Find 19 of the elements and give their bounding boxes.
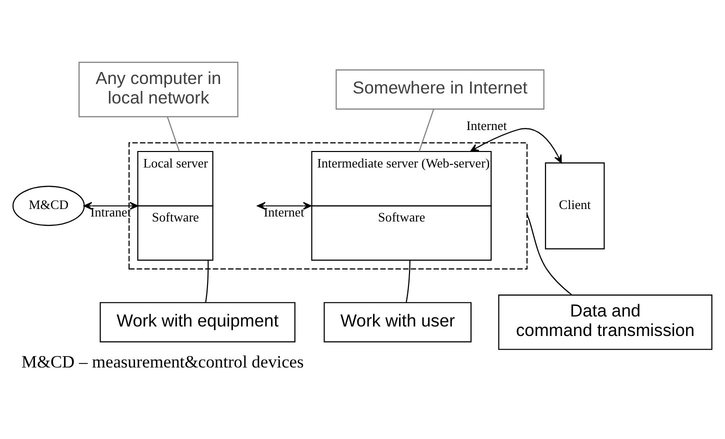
- connector: [205, 260, 209, 302]
- edge-label: Intranet: [90, 204, 131, 219]
- connector: [526, 214, 572, 295]
- node-ellipse: M&CD: [12, 185, 85, 226]
- node-box: Client: [544, 162, 605, 249]
- edge-label: Internet: [264, 204, 304, 219]
- arrow: [84, 201, 138, 210]
- arrow: [470, 128, 562, 163]
- connector: [418, 108, 434, 152]
- node-box: Any computer in local network: [78, 61, 238, 117]
- node-box: Work with equipment: [100, 302, 296, 342]
- edge-label: Internet: [466, 117, 507, 132]
- caption: M&CD – measurement&control devices: [22, 352, 304, 372]
- connector: [166, 116, 180, 151]
- connector: [406, 260, 410, 302]
- arrow: [257, 201, 312, 210]
- node-box: Data and command transmission: [498, 294, 712, 350]
- node-box: Somewhere in Internet: [336, 68, 544, 110]
- node-box: Work with user: [324, 302, 472, 342]
